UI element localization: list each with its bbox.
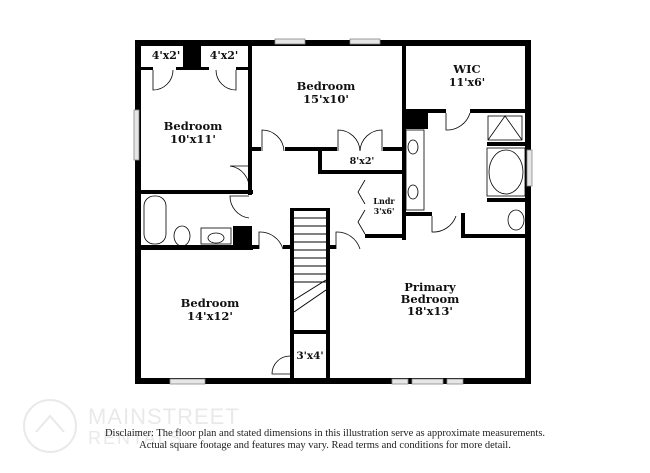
closet-label: 4'x2' <box>152 49 181 62</box>
stairs <box>293 217 327 313</box>
sink-icon <box>200 227 232 245</box>
logo-text-1: MAINSTREET <box>88 404 240 429</box>
bathtub-icon <box>143 195 167 245</box>
room-size: 15'x10' <box>303 92 349 106</box>
disclaimer-line-1: Disclaimer: The floor plan and stated di… <box>104 428 546 439</box>
toilet-icon <box>507 209 525 231</box>
sink-icon <box>407 184 419 200</box>
room-size: 10'x11' <box>170 132 216 146</box>
room-name: Bedroom <box>164 119 223 133</box>
room-name: Primary <box>404 280 456 294</box>
doors <box>152 69 471 375</box>
disclaimer-line-2: Actual square footage and features may v… <box>139 440 511 451</box>
windows <box>133 38 533 385</box>
room-size: 11'x6' <box>449 76 485 89</box>
toilet-icon <box>173 225 191 247</box>
room-name: Bedroom <box>297 79 356 93</box>
logo-icon <box>23 399 77 453</box>
primary-tub-icon <box>488 149 524 195</box>
sink-icon <box>407 139 419 155</box>
room-labels: 4'x2' 4'x2' Bedroom 10'x11' Bedroom 15'x… <box>152 49 485 362</box>
closet-label: 4'x2' <box>210 49 239 62</box>
room-size: 14'x12' <box>187 309 233 323</box>
closet-label: 8'x2' <box>350 156 375 167</box>
shower-icon <box>487 115 523 141</box>
room-name: Bedroom <box>401 292 460 306</box>
closet-label: 3'x4' <box>296 350 323 362</box>
room-name: WIC <box>452 62 480 76</box>
fixtures <box>143 115 526 247</box>
disclaimer: Disclaimer: The floor plan and stated di… <box>0 428 650 452</box>
room-size: 18'x13' <box>407 304 453 318</box>
room-size: 3'x6' <box>374 206 395 216</box>
logo-text-2: RENTALS <box>88 428 184 448</box>
room-name: Bedroom <box>181 296 240 310</box>
walls <box>135 40 531 384</box>
room-name: Lndr <box>373 196 395 206</box>
